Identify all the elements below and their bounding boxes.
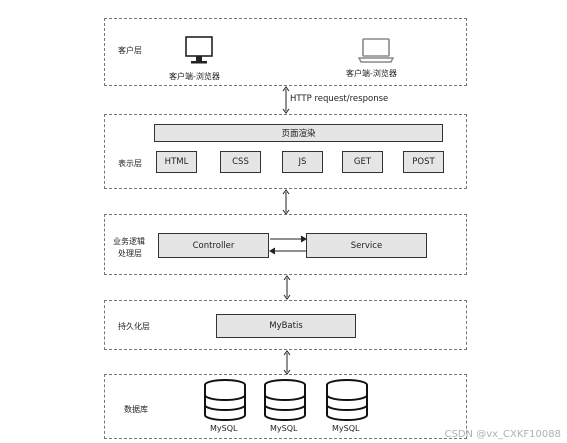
service-box: Service <box>306 233 427 258</box>
mysql-label-2: MySQL <box>270 424 298 433</box>
http-connector-label: HTTP request/response <box>290 94 389 104</box>
controller-box: Controller <box>158 233 269 258</box>
desktop-caption: 客户端-浏览器 <box>169 72 220 81</box>
persistence-layer <box>104 300 467 350</box>
laptop-caption: 客户端-浏览器 <box>346 69 397 78</box>
business-layer-label-line1: 业务逻辑 <box>113 237 145 246</box>
page-render-bar: 页面渲染 <box>154 124 443 142</box>
presentation-layer <box>104 114 467 189</box>
laptop-icon <box>358 38 394 64</box>
html-box: HTML <box>156 151 197 173</box>
arrow-presentation-business <box>280 189 292 215</box>
arrow-client-presentation <box>280 86 292 114</box>
database-layer-label: 数据库 <box>124 405 148 414</box>
mysql-database-icon <box>263 379 307 421</box>
desktop-monitor-icon <box>184 36 214 66</box>
controller-service-arrows <box>269 234 307 256</box>
business-layer-label-line2: 处理层 <box>118 249 142 258</box>
watermark: CSDN @vx_CXKF10088 <box>444 429 561 440</box>
database-layer <box>104 374 467 439</box>
business-layer <box>104 214 467 275</box>
mysql-database-icon <box>325 379 369 421</box>
css-box: CSS <box>220 151 261 173</box>
mybatis-box: MyBatis <box>216 314 356 338</box>
client-layer-label: 客户层 <box>118 46 142 55</box>
mysql-label-1: MySQL <box>210 424 238 433</box>
presentation-layer-label: 表示层 <box>118 159 142 168</box>
mysql-label-3: MySQL <box>332 424 360 433</box>
persistence-layer-label: 持久化层 <box>118 322 150 331</box>
client-layer <box>104 18 467 86</box>
get-box: GET <box>342 151 383 173</box>
mysql-database-icon <box>203 379 247 421</box>
arrow-business-persistence <box>281 275 293 300</box>
post-box: POST <box>403 151 444 173</box>
arrow-persistence-database <box>281 350 293 375</box>
js-box: JS <box>282 151 323 173</box>
